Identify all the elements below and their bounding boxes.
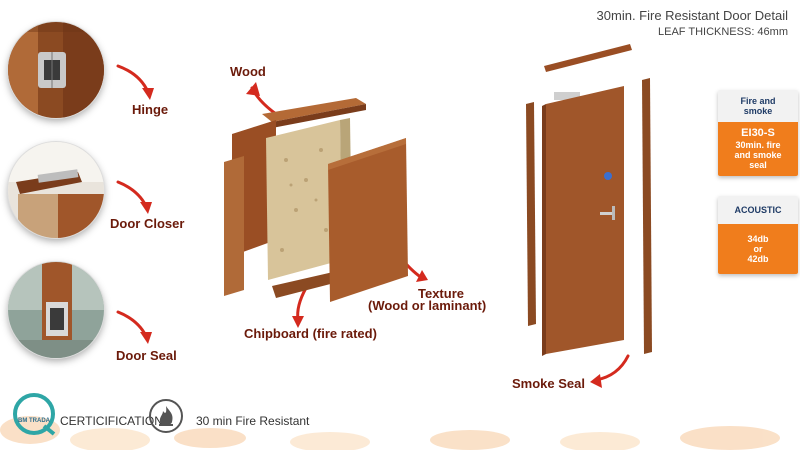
acoustic-value-line3: 42db [747, 254, 769, 264]
closer-icon [554, 92, 580, 100]
hinge-label: Hinge [132, 102, 169, 117]
texture-label: Texture [418, 286, 464, 301]
chipboard-label: Chipboard (fire rated) [244, 326, 377, 341]
fire-desc-line2: and smoke [734, 150, 782, 160]
door-seal-arrow-icon [116, 310, 152, 344]
acoustic-panel: ACOUSTIC 34db or 42db [718, 196, 798, 274]
fire-heading-line1: Fire and [740, 96, 776, 106]
fire-desc-line3: seal [749, 160, 767, 170]
acoustic-value-line2: or [753, 244, 763, 254]
door-sign-icon [604, 172, 612, 180]
door-handle-icon [600, 212, 614, 215]
wood-label: Wood [230, 64, 266, 79]
badge-text: BM TRADA [18, 418, 50, 424]
page-title: 30min. Fire Resistant Door Detail [596, 8, 788, 23]
door-closer-label: Door Closer [110, 216, 185, 231]
fire-resistant-label: 30 min Fire Resistant [196, 414, 310, 428]
door-closer-arrow-icon [116, 180, 152, 214]
footer-decoration [0, 416, 780, 450]
door-frame-diagram [526, 44, 652, 356]
bm-trada-badge-icon [13, 393, 56, 436]
smoke-seal-arrow-icon [590, 354, 630, 388]
page-subtitle: LEAF THICKNESS: 46mm [658, 26, 788, 38]
texture-sublabel: (Wood or laminant) [368, 298, 487, 313]
fire-desc-line1: 30min. fire [735, 140, 781, 150]
acoustic-heading: ACOUSTIC [734, 205, 782, 215]
fire-code: EI30-S [741, 127, 775, 139]
certification-label: CERTICIFICATION [60, 414, 163, 428]
flame-icon [149, 399, 183, 433]
fire-heading-line2: smoke [743, 106, 773, 116]
acoustic-value-line1: 34db [747, 234, 769, 244]
door-seal-label: Door Seal [116, 348, 177, 363]
chipboard-arrow-icon [292, 286, 308, 328]
hinge-photo [8, 22, 104, 118]
hinge-arrow-icon [116, 64, 154, 100]
fire-smoke-panel: Fire and smoke EI30-S 30min. fire and sm… [718, 90, 798, 176]
smoke-seal-label: Smoke Seal [512, 376, 585, 391]
exploded-door-diagram [224, 98, 408, 302]
